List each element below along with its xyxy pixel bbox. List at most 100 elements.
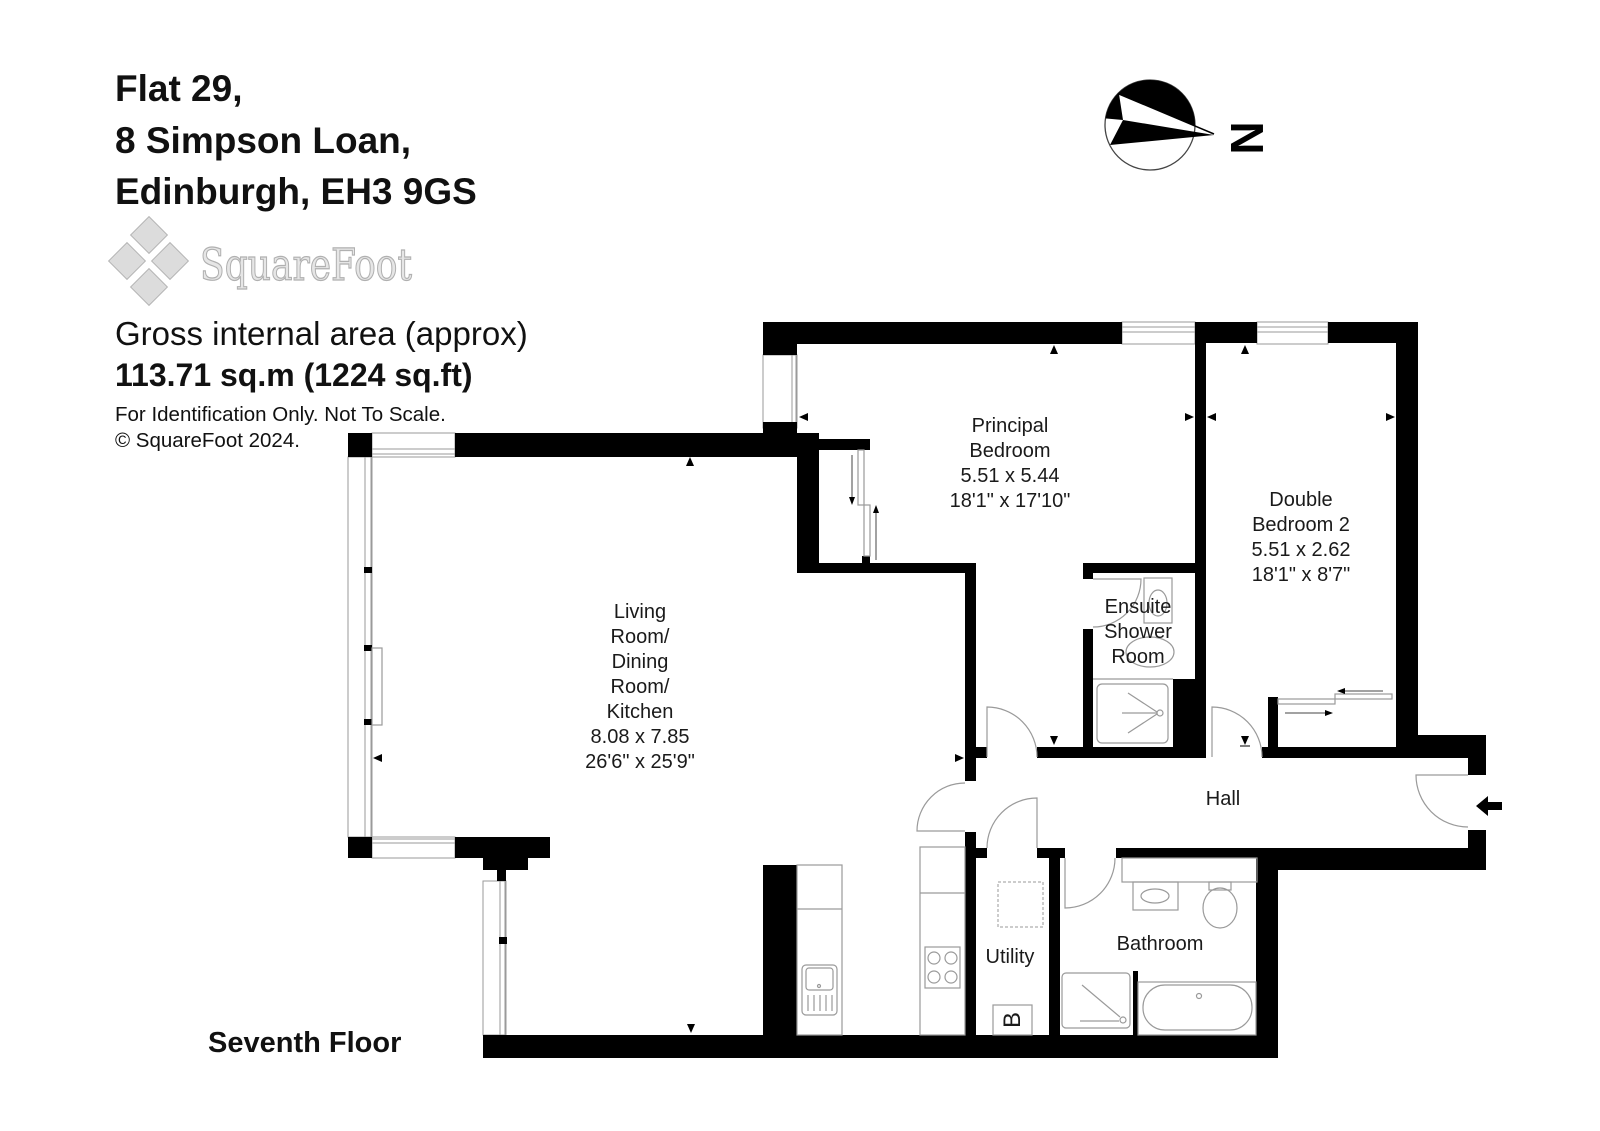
window-bedroom2-top bbox=[1256, 321, 1329, 345]
room-dimensions-metric: 5.51 x 5.44 bbox=[961, 465, 1060, 487]
wall-ensuite-left-lower bbox=[1083, 629, 1093, 747]
sink-drain bbox=[816, 983, 822, 989]
kitchen-counter-right bbox=[919, 846, 966, 1036]
kitchen-fixtures bbox=[796, 846, 966, 1036]
marker-down-icon bbox=[1241, 736, 1249, 745]
utility-fixtures: B bbox=[992, 881, 1044, 1036]
bathroom-fixtures bbox=[1061, 857, 1258, 1036]
appliance-space bbox=[997, 881, 1044, 928]
squarefoot-logo: SquareFoot bbox=[107, 215, 413, 307]
wall-hall-stub bbox=[976, 747, 987, 758]
wall-living-right-upper bbox=[965, 563, 976, 781]
arrowhead bbox=[849, 497, 855, 505]
door-principal-bedroom bbox=[986, 706, 1038, 758]
wall-wardrobe-jamb bbox=[862, 556, 870, 563]
room-name-line: Dining bbox=[612, 651, 669, 673]
room-utility: Utility bbox=[986, 946, 1035, 968]
door-living bbox=[916, 782, 966, 832]
boiler-box bbox=[992, 1004, 1033, 1036]
wall-wardrobe-bottom bbox=[797, 563, 976, 573]
room-double-bedroom-2: Double Bedroom 2 5.51 x 2.62 18'1" x 8'7… bbox=[1252, 489, 1351, 586]
entrance-arrow-icon bbox=[1476, 796, 1502, 816]
hob-ring bbox=[927, 970, 941, 984]
window-mullion bbox=[499, 937, 507, 944]
window-living-bottom bbox=[371, 836, 456, 859]
ensuite-fixtures bbox=[1093, 577, 1175, 744]
marker-left-icon bbox=[799, 413, 808, 421]
room-principal-bedroom: Principal Bedroom 5.51 x 5.44 18'1" x 17… bbox=[950, 415, 1071, 512]
window-mullion bbox=[364, 719, 372, 725]
room-ensuite: Ensuite Shower Room bbox=[1104, 596, 1172, 668]
window-mullion bbox=[364, 567, 372, 573]
window-living-left bbox=[347, 456, 383, 838]
walls bbox=[348, 322, 1486, 1058]
wall-bathroom-right bbox=[1256, 848, 1278, 1058]
logo-tile-left bbox=[107, 241, 147, 281]
door-bathroom bbox=[1064, 857, 1116, 909]
disclaimer: For Identification Only. Not To Scale. bbox=[115, 403, 446, 426]
wall-bathroom-left bbox=[1049, 848, 1060, 1035]
window-mullion bbox=[364, 645, 372, 651]
window-principal-bay bbox=[762, 354, 798, 429]
wall-living-bottom bbox=[455, 837, 550, 858]
room-hall: Hall bbox=[1206, 788, 1240, 810]
shower-tray-icon bbox=[1061, 972, 1131, 1029]
wall-ensuite-duct bbox=[1173, 679, 1195, 747]
wall-bay-bottom bbox=[763, 422, 797, 433]
wall-hall-bottom-right bbox=[1256, 848, 1486, 870]
toilet-icon bbox=[1148, 589, 1168, 617]
wall-wardrobe-left bbox=[797, 433, 819, 573]
wall-hall-top bbox=[1037, 747, 1206, 758]
room-name-line: Principal bbox=[972, 415, 1049, 437]
window-living-lower-left bbox=[482, 880, 507, 1036]
door-ensuite bbox=[1092, 578, 1142, 628]
windows bbox=[347, 321, 1329, 1036]
window-frame bbox=[482, 880, 507, 1036]
bath-icon bbox=[1142, 984, 1253, 1031]
room-dimensions-imperial: 18'1" x 17'10" bbox=[950, 490, 1071, 512]
wall-bay-top bbox=[763, 344, 797, 355]
room-name-line: Room/ bbox=[611, 676, 670, 698]
compass-north-label: N bbox=[1221, 121, 1273, 154]
toilet-cistern bbox=[1208, 881, 1232, 891]
window-frame bbox=[1256, 321, 1329, 345]
marker-right-icon bbox=[1185, 413, 1194, 421]
room-living: Living Room/ Dining Room/ Kitchen 8.08 x… bbox=[585, 601, 695, 773]
bathroom-counter bbox=[1121, 857, 1258, 883]
basin-icon bbox=[1125, 636, 1175, 668]
door-entrance bbox=[1415, 774, 1469, 828]
room-bathroom: Bathroom bbox=[1117, 933, 1204, 955]
wall-bathroom-top bbox=[1116, 848, 1256, 858]
basin-icon bbox=[1140, 888, 1170, 904]
marker-down-icon bbox=[687, 1024, 695, 1033]
wall-utility-stub-right bbox=[1037, 848, 1065, 858]
hob-ring bbox=[927, 951, 941, 965]
toilet-icon bbox=[1202, 887, 1238, 929]
room-name-line: Double bbox=[1269, 489, 1332, 511]
wall-living-step bbox=[483, 858, 528, 870]
doors bbox=[916, 578, 1502, 909]
room-dimensions-imperial: 26'6" x 25'9" bbox=[585, 751, 695, 773]
door-utility bbox=[986, 797, 1038, 849]
shower-lines bbox=[1122, 692, 1158, 734]
window-frame bbox=[371, 836, 456, 859]
door-bedroom2 bbox=[1211, 706, 1263, 758]
kitchen-counter-left bbox=[796, 864, 843, 1036]
room-name-line: Living bbox=[614, 601, 666, 623]
room-name-line: Shower bbox=[1104, 621, 1172, 643]
wardrobes bbox=[849, 449, 1393, 716]
sink-drainer bbox=[807, 995, 833, 1011]
wall-living-corner-top bbox=[348, 433, 372, 457]
bath-surround bbox=[1137, 981, 1257, 1036]
compass-arrow-lower bbox=[1110, 120, 1214, 145]
compass-arrow-edge bbox=[1118, 93, 1215, 135]
wall-bedroom-separator bbox=[1195, 343, 1206, 758]
wall-living-top bbox=[455, 433, 797, 457]
logo-tile-right bbox=[150, 241, 190, 281]
radiator bbox=[371, 647, 383, 726]
wall-bottom bbox=[483, 1035, 1278, 1058]
wardrobe-principal bbox=[849, 449, 879, 560]
copyright: © SquareFoot 2024. bbox=[115, 429, 300, 452]
sink-icon bbox=[801, 964, 838, 1016]
